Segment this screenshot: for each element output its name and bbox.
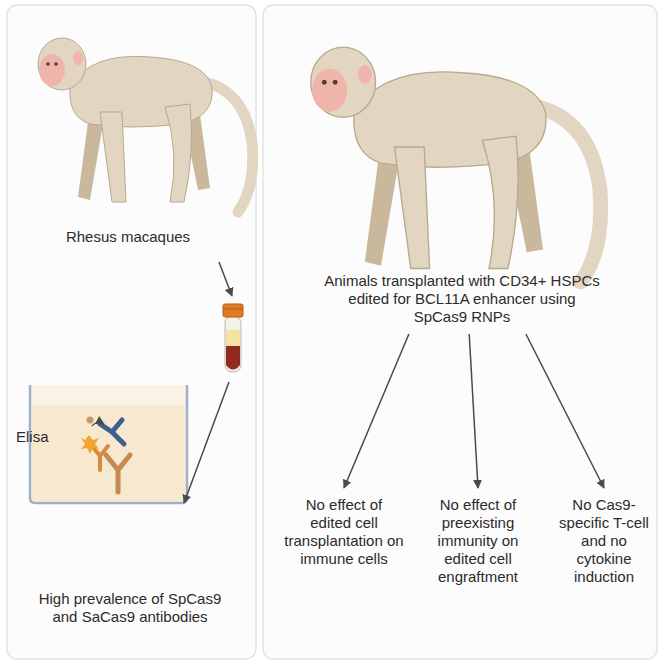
text-node: No Cas9-specific T-cell and no cytokine … — [555, 494, 653, 588]
node-text: No effect of edited cell transplantation… — [284, 496, 404, 568]
node-text: No Cas9-specific T-cell and no cytokine … — [558, 496, 650, 586]
flow-arrow — [184, 382, 229, 503]
elisa-well — [30, 385, 187, 503]
method-label: Elisa — [16, 428, 49, 446]
text-node: No effect of edited cell transplantation… — [281, 494, 407, 570]
node-text: High prevalence of SpCas9 and SaCas9 ant… — [26, 590, 235, 626]
panel — [7, 5, 256, 659]
arrow-connector — [469, 334, 478, 488]
arrow-connector — [344, 334, 409, 488]
macaque-figure — [311, 47, 601, 282]
panel — [263, 5, 657, 659]
flow-arrow — [219, 262, 232, 296]
node-text: Rhesus macaques — [36, 228, 220, 246]
arrow-connector — [526, 334, 604, 488]
text-node: High prevalence of SpCas9 and SaCas9 ant… — [23, 588, 238, 628]
node-text: Animals transplanted with CD34+ HSPCs ed… — [320, 272, 604, 326]
text-node: Rhesus macaques — [33, 226, 223, 248]
node-text: No effect of preexisting immunity on edi… — [418, 496, 538, 586]
text-node: Animals transplanted with CD34+ HSPCs ed… — [317, 270, 607, 328]
text-node: No effect of preexisting immunity on edi… — [415, 494, 541, 588]
macaque-figure — [38, 38, 253, 212]
blood-tube — [223, 304, 243, 372]
